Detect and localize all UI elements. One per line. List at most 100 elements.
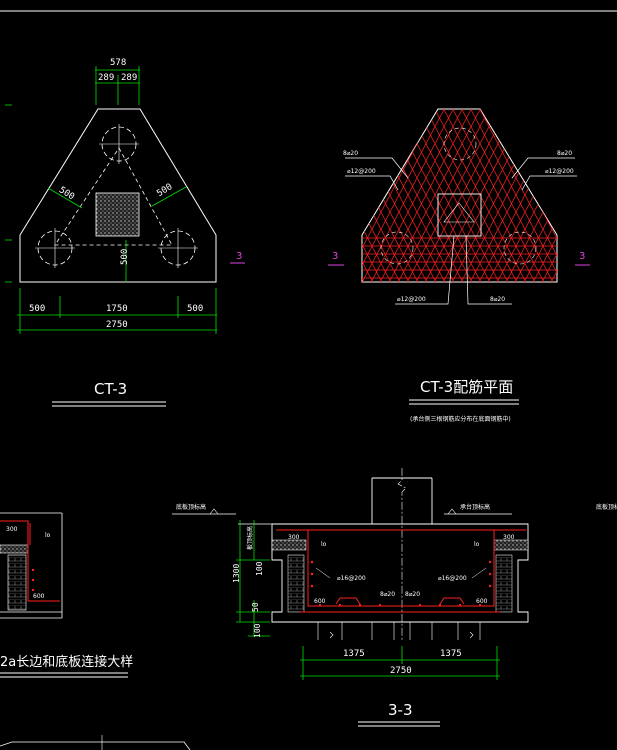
rebar-line — [169, 100, 269, 290]
ct3-dim-diag-left: 500 — [57, 185, 76, 202]
section-dim-1375-left: 1375 — [343, 649, 365, 659]
rebar-line — [232, 100, 332, 290]
rebar-line — [205, 100, 305, 290]
section-right-level-label: 底板顶标高 — [596, 503, 617, 511]
rebar-line — [169, 100, 269, 290]
section-piles — [317, 622, 481, 640]
section-label-left-lo: lo — [321, 541, 327, 548]
rebar-line — [501, 109, 557, 282]
ct3-dim-bottom-right: 500 — [187, 304, 203, 314]
rebar-line — [429, 109, 531, 282]
detail-connection: 300 lo 600 2a长边和底板连接大样 — [0, 512, 133, 678]
ct3-bottom-dimension — [5, 104, 217, 334]
rebar-line — [362, 109, 405, 282]
rebar-line — [610, 100, 617, 290]
rebar-line — [160, 100, 260, 290]
rebar-label-left-top: 8⌀20 — [343, 150, 358, 157]
rebar-line — [510, 109, 557, 282]
section-label-left-rebar: ⌀16@200 — [337, 575, 366, 582]
section-dim-100b: 100 — [253, 623, 262, 638]
rebar-pile-right — [503, 231, 537, 265]
rebar-section-right: 3 — [579, 251, 585, 262]
rebar-line — [583, 100, 617, 290]
section-3-3: 底板顶标高 承台顶标高 底板顶标高 300 300 — [172, 468, 617, 727]
section-dim-1300: 1300 — [232, 564, 241, 583]
ct3-diag-dim-left-line — [47, 187, 83, 209]
rebar-line — [232, 100, 332, 290]
ct3-title: CT-3 — [94, 380, 127, 398]
rebar-pile-top — [443, 127, 477, 161]
section-label-bottom-rebar-right: 8⌀20 — [405, 591, 420, 598]
section-label-bottom-rebar-left: 8⌀20 — [380, 591, 395, 598]
rebar-center-triangle — [443, 202, 475, 223]
rebar-mesh — [160, 100, 617, 290]
ct3-dim-top-right: 289 — [121, 73, 137, 83]
rebar-line — [160, 100, 260, 290]
section-dim-1375-right: 1375 — [440, 649, 462, 659]
rebar-line — [610, 100, 617, 290]
ct3-outline — [19, 108, 217, 283]
rebar-line — [205, 100, 305, 290]
rebar-label-right-top: 8⌀20 — [557, 150, 572, 157]
rebar-line — [178, 100, 278, 290]
section-bottom-dims — [300, 646, 500, 680]
rebar-line — [537, 109, 557, 282]
rebar-line — [483, 109, 557, 282]
rebar-line — [474, 109, 557, 282]
section-label-right-600: 600 — [476, 598, 488, 605]
ct3-plan: 578 289 289 500 500 500 500 1750 500 275… — [5, 58, 245, 407]
ct3-dim-total: 2750 — [106, 320, 128, 330]
section-dim-2750: 2750 — [390, 666, 412, 676]
ct3-pile-left — [35, 228, 75, 268]
ct3-dashed-triangle — [54, 147, 173, 246]
rebar-line — [362, 109, 369, 282]
detail-title: 2a长边和底板连接大样 — [0, 654, 133, 670]
rebar-line — [411, 109, 513, 282]
section-label-right-rebar: ⌀16@200 — [438, 575, 467, 582]
rebar-line — [241, 100, 341, 290]
ct3-dim-top-total: 578 — [110, 58, 126, 68]
ct3-pile-right — [158, 228, 198, 268]
section-label-right-300: 300 — [503, 534, 515, 541]
rebar-line — [259, 100, 359, 290]
rebar-line — [519, 109, 557, 282]
ct3-pile-top — [99, 124, 139, 164]
rebar-line — [214, 100, 314, 290]
rebar-line — [362, 109, 432, 282]
rebar-line — [456, 109, 557, 282]
rebar-line — [592, 100, 617, 290]
rebar-line — [196, 100, 296, 290]
detail-label-300: 300 — [6, 526, 18, 533]
section-dim-vertical-text: 板顶标高 — [246, 526, 254, 550]
rebar-pile-left — [380, 231, 414, 265]
rebar-line — [492, 109, 557, 282]
section-rebar — [276, 529, 526, 613]
ct3-dim-top-left: 289 — [98, 73, 114, 83]
rebar-label-bottom-left: ⌀12@200 — [397, 296, 426, 303]
rebar-label-right-mid: ⌀12@200 — [545, 168, 574, 175]
rebar-line — [565, 100, 617, 290]
rebar-line — [362, 109, 414, 282]
ct3-dim-bottom-mid: 1750 — [106, 304, 128, 314]
ct3-column-hatch — [95, 192, 140, 237]
rebar-line — [420, 109, 522, 282]
rebar-line — [465, 109, 557, 282]
section-label-right-lo: lo — [474, 541, 480, 548]
rebar-label-left-mid: ⌀12@200 — [347, 168, 376, 175]
rebar-line — [601, 100, 617, 290]
rebar-line — [537, 109, 557, 282]
rebar-section-left: 3 — [332, 251, 338, 262]
ct3-dim-diag-right: 500 — [155, 182, 174, 199]
section-label-left-600: 600 — [314, 598, 326, 605]
rebar-line — [447, 109, 549, 282]
rebar-line — [259, 100, 359, 290]
section-label-left-300: 300 — [288, 534, 300, 541]
detail-label-lo: lo — [45, 532, 51, 539]
rebar-line — [241, 100, 341, 290]
rebar-leaders — [345, 157, 577, 305]
rebar-outline — [361, 108, 558, 283]
section-title: 3-3 — [388, 701, 413, 719]
ct3-dim-vertical: 500 — [120, 249, 130, 265]
rebar-line — [528, 109, 557, 282]
